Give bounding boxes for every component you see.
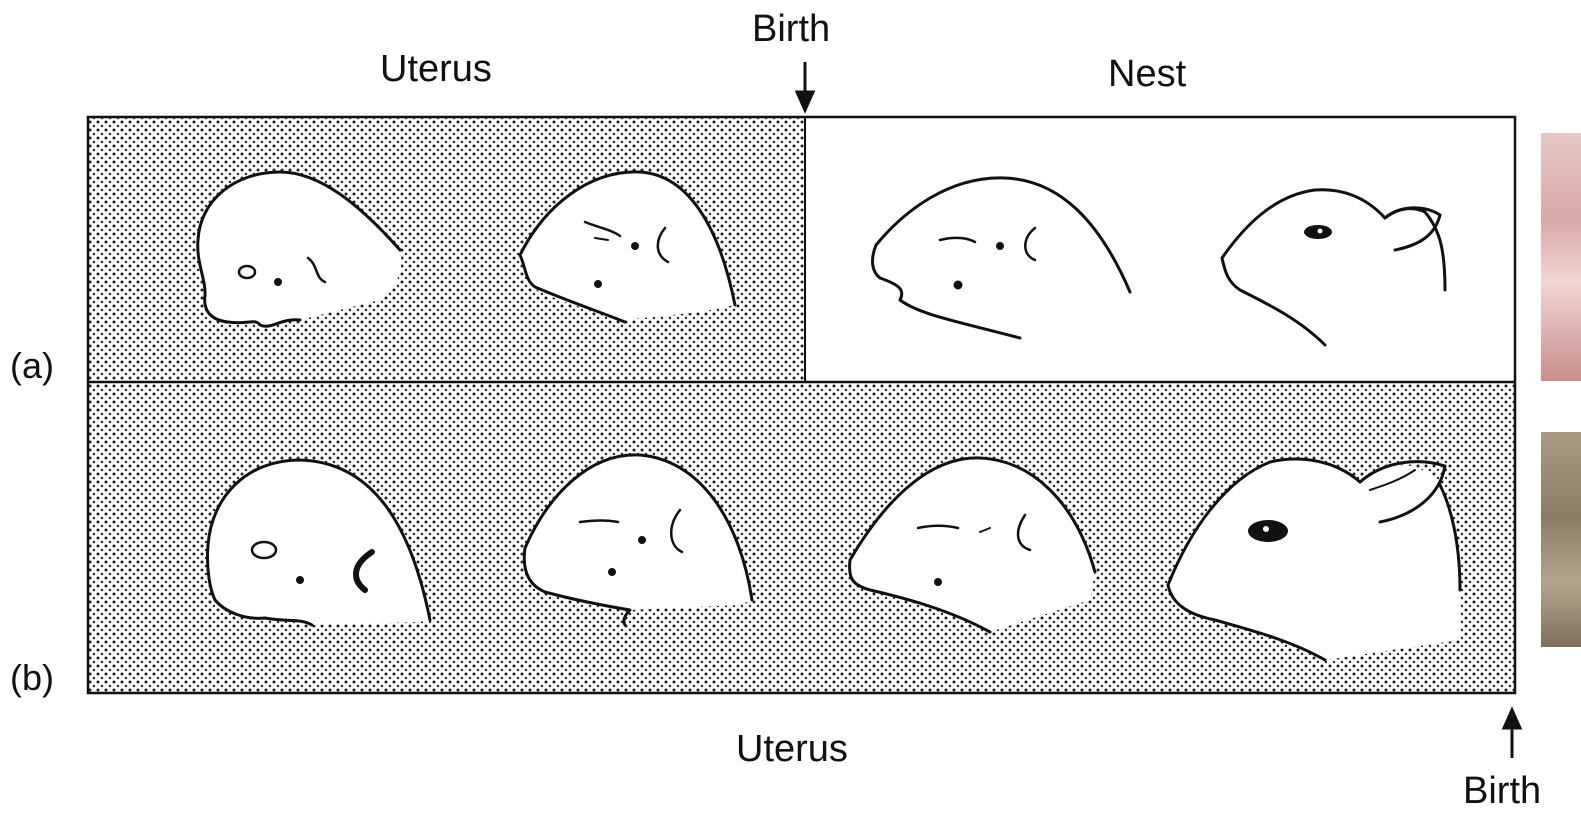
- birth-arrow-down-icon: [797, 62, 813, 110]
- row-a-nest-region: [805, 117, 1515, 382]
- birth-arrow-up-icon: [1504, 710, 1520, 758]
